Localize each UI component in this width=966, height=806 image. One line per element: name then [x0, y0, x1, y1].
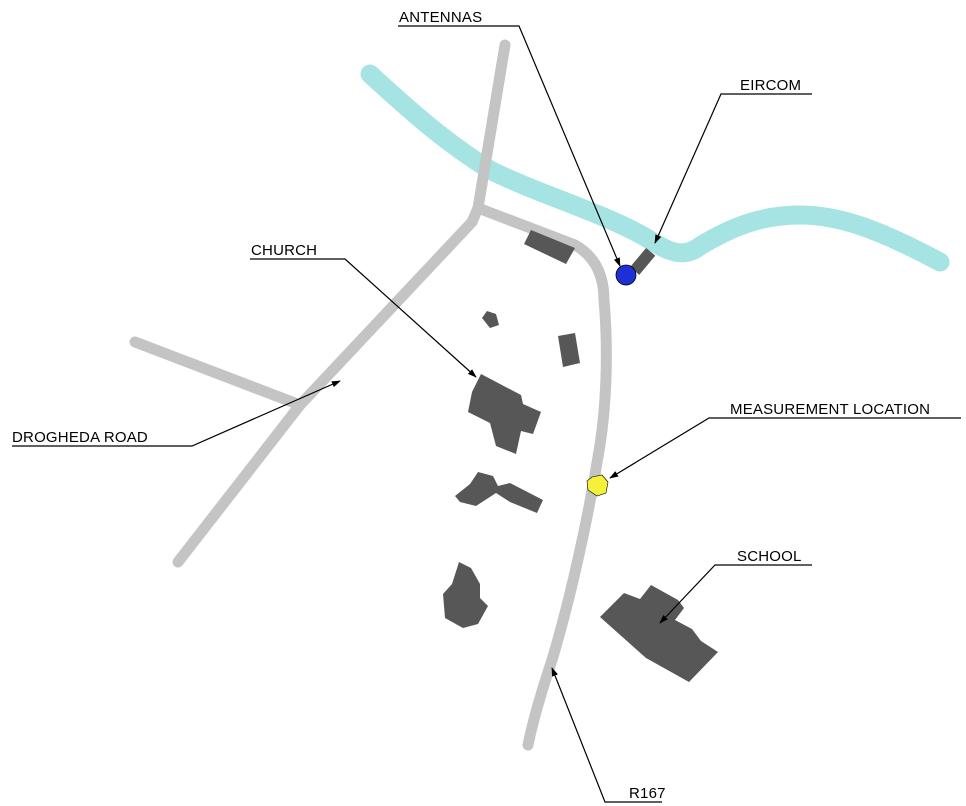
road-drogheda-main [172, 216, 478, 568]
church-building [468, 374, 541, 454]
church-label: CHURCH [251, 242, 317, 259]
building [524, 230, 575, 264]
church-leader-line [250, 258, 477, 378]
eircom-leader-line [654, 93, 812, 244]
r167-leader-line [551, 667, 662, 803]
antennas-leader-line [398, 25, 621, 267]
road-r167 [472, 202, 612, 751]
river [360, 64, 950, 272]
measurement-location-label: MEASUREMENT LOCATION [730, 401, 930, 418]
r167-label: R167 [629, 785, 666, 802]
measurement-location-leader-line [609, 417, 961, 479]
measurement-location-marker[interactable] [586, 474, 609, 497]
building [482, 311, 499, 328]
building [558, 333, 580, 367]
drogheda-road-label: DROGHEDA ROAD [12, 429, 148, 446]
building [455, 472, 543, 513]
eircom-label: EIRCOM [740, 77, 801, 94]
school-building [600, 585, 718, 682]
road-north-spur [466, 39, 511, 228]
antennas-label: ANTENNAS [399, 9, 482, 26]
building [443, 562, 488, 628]
school-leader-line [659, 564, 812, 624]
eircom-building [630, 247, 656, 275]
road-drogheda-west-branch [129, 336, 306, 411]
drogheda-road-leader-line [12, 380, 341, 447]
antenna-marker[interactable] [615, 264, 637, 286]
school-label: SCHOOL [737, 548, 802, 565]
